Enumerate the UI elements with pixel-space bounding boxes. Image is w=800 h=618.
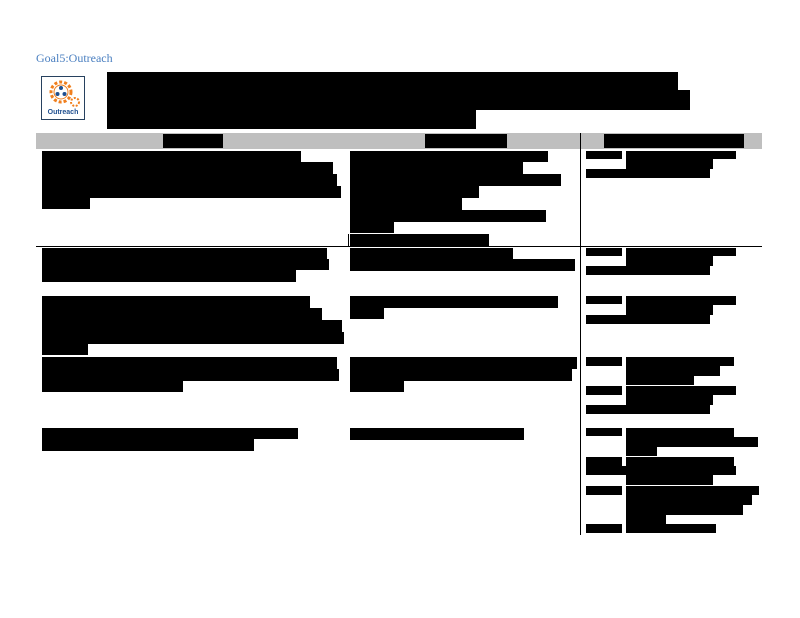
redacted-cell-r1c2-line-4 [350, 186, 479, 198]
redacted-cell-r1c2-line-2 [350, 162, 523, 174]
redacted-cell-r5c3-line-5 [586, 466, 736, 475]
redacted-cell-r4c1-line-2 [42, 369, 339, 381]
redacted-cell-r2c1-line-2 [42, 259, 329, 270]
redacted-cell-r2c3-line-1 [626, 248, 736, 256]
redacted-cell-r5c3-label-2 [586, 457, 622, 466]
redacted-cell-r5c3-line-9 [626, 505, 743, 515]
redacted-cell-r5c3-label-3 [586, 486, 622, 495]
redacted-intro-line-3 [107, 110, 476, 129]
redacted-column-header-1 [163, 134, 223, 148]
redacted-cell-r5c3-line-2 [626, 437, 758, 447]
redacted-cell-r5c3-line-11 [626, 524, 716, 533]
table-inner-divider [348, 234, 349, 246]
redacted-cell-r3c3-label-1 [586, 296, 622, 304]
redacted-cell-r5c3-line-6 [626, 475, 713, 485]
redacted-cell-r2c1-line-3 [42, 270, 296, 282]
redacted-cell-r5c3-line-7 [626, 486, 759, 495]
redacted-cell-r4c3-line-6 [586, 405, 710, 414]
redacted-cell-r1c3-line-1 [626, 151, 736, 159]
redacted-cell-r4c3-line-2 [626, 366, 720, 376]
redacted-cell-r4c3-label-1 [586, 357, 622, 366]
outreach-logo: Outreach [41, 76, 85, 120]
redacted-cell-r4c3-line-1 [626, 357, 734, 366]
redacted-cell-r1c2-line-7 [350, 222, 394, 233]
redacted-cell-r2c3-label-1 [586, 248, 622, 256]
redacted-cell-r1c2-line-6 [350, 210, 546, 222]
redacted-intro-line-1 [107, 72, 678, 90]
redacted-cell-r3c1-line-3 [42, 320, 342, 332]
document-title: Goal5:Outreach [36, 51, 113, 65]
redacted-cell-r5c1-line-2 [42, 439, 254, 451]
redacted-column-header-2 [425, 134, 507, 148]
redacted-cell-r5c3-line-1 [626, 428, 734, 437]
redacted-cell-r1c2-line-5 [350, 198, 462, 210]
redacted-cell-r4c3-line-4 [626, 386, 736, 395]
redacted-cell-r3c1-line-1 [42, 296, 310, 308]
redacted-cell-r3c1-line-2 [42, 308, 322, 320]
redacted-cell-r1c1-line-2 [42, 162, 333, 174]
redacted-cell-r5c3-label-4 [586, 524, 622, 533]
redacted-cell-r1c3-line-3 [586, 169, 710, 178]
redacted-cell-r4c3-line-3 [626, 376, 694, 385]
redacted-cell-r4c1-line-1 [42, 357, 337, 369]
redacted-cell-r4c2-line-3 [350, 381, 404, 392]
redacted-cell-r4c3-label-2 [586, 386, 622, 395]
redacted-cell-r5c2-line-1 [350, 428, 524, 440]
redacted-cell-r1c1-line-4 [42, 186, 341, 198]
redacted-cell-r1c2-line-1 [350, 151, 548, 162]
redacted-cell-r1c2-line-8 [350, 234, 489, 246]
redacted-column-header-3 [604, 134, 744, 148]
table-row-divider [36, 246, 762, 247]
gear-icon [49, 80, 80, 107]
redacted-cell-r4c2-line-1 [350, 357, 577, 369]
logo-label: Outreach [47, 109, 79, 116]
redacted-cell-r3c3-line-1 [626, 296, 736, 305]
redacted-cell-r3c1-line-4 [42, 332, 344, 344]
redacted-cell-r2c3-line-3 [586, 266, 710, 275]
redacted-cell-r3c2-line-1 [350, 296, 558, 308]
redacted-cell-r2c2-line-1 [350, 248, 513, 259]
redacted-cell-r5c1-line-1 [42, 428, 298, 439]
redacted-cell-r1c2-line-3 [350, 174, 561, 186]
redacted-cell-r2c1-line-1 [42, 248, 327, 259]
redacted-cell-r4c1-line-3 [42, 381, 183, 392]
redacted-cell-r3c1-line-5 [42, 344, 88, 355]
redacted-cell-r1c1-line-1 [42, 151, 301, 163]
redacted-cell-r1c3-line-2 [626, 159, 713, 169]
redacted-cell-r5c3-line-8 [626, 495, 752, 505]
redacted-cell-r3c3-line-2 [626, 305, 713, 315]
redacted-cell-r5c3-line-10 [626, 515, 666, 524]
redacted-cell-r1c1-line-3 [42, 174, 337, 186]
redacted-cell-r4c3-line-5 [626, 395, 713, 405]
redacted-cell-r5c3-line-4 [626, 457, 734, 466]
redacted-cell-r2c3-line-2 [626, 256, 713, 266]
redacted-cell-r5c3-line-3 [626, 447, 657, 456]
redacted-cell-r3c3-line-3 [586, 315, 710, 324]
redacted-cell-r3c2-line-2 [350, 308, 384, 319]
redacted-intro-line-2 [107, 90, 690, 110]
redacted-cell-r1c3-label-1 [586, 151, 622, 159]
redacted-cell-r2c2-line-2 [350, 259, 575, 271]
redacted-cell-r1c1-line-5 [42, 198, 90, 209]
redacted-cell-r4c2-line-2 [350, 369, 572, 381]
redacted-cell-r5c3-label-1 [586, 428, 622, 436]
table-column-divider [580, 133, 581, 535]
